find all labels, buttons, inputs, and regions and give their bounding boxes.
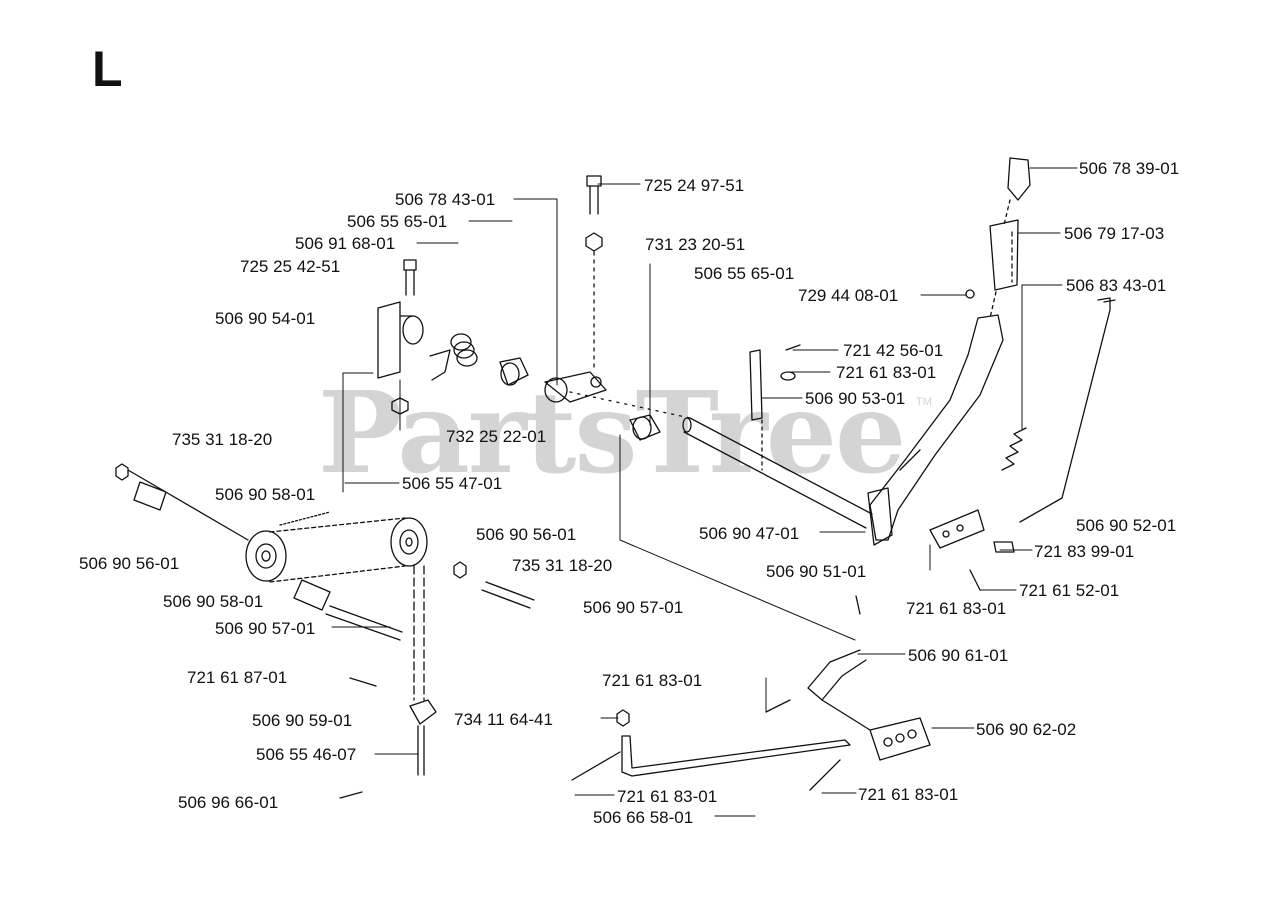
part-label: 506 90 54-01 <box>215 309 316 328</box>
part-label: 721 61 83-01 <box>906 599 1007 618</box>
part-label: 506 96 66-01 <box>178 793 279 812</box>
part-label: 734 11 64-41 <box>454 710 553 729</box>
part-label: 506 90 58-01 <box>163 592 264 611</box>
small-lever-and-pins <box>749 344 801 471</box>
part-label: 506 78 43-01 <box>395 190 496 209</box>
part-label: 506 78 39-01 <box>1079 159 1180 178</box>
part-label: 506 90 58-01 <box>215 485 316 504</box>
lower-linkage <box>571 595 931 791</box>
part-label: 735 31 18-20 <box>172 430 273 449</box>
part-label: 725 25 42-51 <box>240 257 341 276</box>
part-label: 506 90 61-01 <box>908 646 1009 665</box>
part-label: 721 61 83-01 <box>617 787 718 806</box>
part-label: 721 83 99-01 <box>1034 542 1135 561</box>
spacers-and-pins-left <box>115 463 535 799</box>
part-label: 721 61 87-01 <box>187 668 288 687</box>
handle-grip <box>965 157 1031 319</box>
part-label: 506 55 65-01 <box>347 212 448 231</box>
part-label: 721 61 83-01 <box>858 785 959 804</box>
part-label: 506 79 17-03 <box>1064 224 1165 243</box>
main-shaft <box>569 391 873 529</box>
part-label: 506 91 68-01 <box>295 234 396 253</box>
part-label: 506 55 65-01 <box>694 264 795 283</box>
part-label: 506 55 47-01 <box>402 474 503 493</box>
part-label: 506 90 47-01 <box>699 524 800 543</box>
part-label: 729 44 08-01 <box>798 286 899 305</box>
watermark: PartsTree <box>318 368 906 499</box>
part-label: 721 42 56-01 <box>843 341 944 360</box>
bracket-assembly <box>377 259 424 415</box>
part-label: 506 90 56-01 <box>79 554 180 573</box>
section-letter: L <box>92 41 123 97</box>
part-label: 506 83 43-01 <box>1066 276 1167 295</box>
part-label: 506 90 57-01 <box>583 598 684 617</box>
leader-lines <box>331 167 1078 817</box>
part-label: 506 90 51-01 <box>766 562 867 581</box>
part-label: 506 90 52-01 <box>1076 516 1177 535</box>
watermark-trademark: TM <box>916 396 932 408</box>
part-label: 506 90 62-02 <box>976 720 1077 739</box>
part-label: 725 24 97-51 <box>644 176 745 195</box>
part-label: 731 23 20-51 <box>645 235 746 254</box>
part-label: 506 90 53-01 <box>805 389 906 408</box>
shift-lever <box>867 314 1004 546</box>
pulleys-and-belt <box>127 469 428 583</box>
bolt-top <box>585 175 603 371</box>
part-label: 721 61 52-01 <box>1019 581 1120 600</box>
part-label: 506 66 58-01 <box>593 808 694 827</box>
part-label: 721 61 83-01 <box>836 363 937 382</box>
part-label: 506 90 57-01 <box>215 619 316 638</box>
part-label: 721 61 83-01 <box>602 671 703 690</box>
spring-and-bushings <box>429 333 661 441</box>
part-label: 735 31 18-20 <box>512 556 613 575</box>
part-label: 506 55 46-07 <box>256 745 357 764</box>
part-label: 732 25 22-01 <box>446 427 547 446</box>
part-label: 506 90 56-01 <box>476 525 577 544</box>
part-label: 506 90 59-01 <box>252 711 353 730</box>
spring-and-rod-right <box>929 297 1116 591</box>
